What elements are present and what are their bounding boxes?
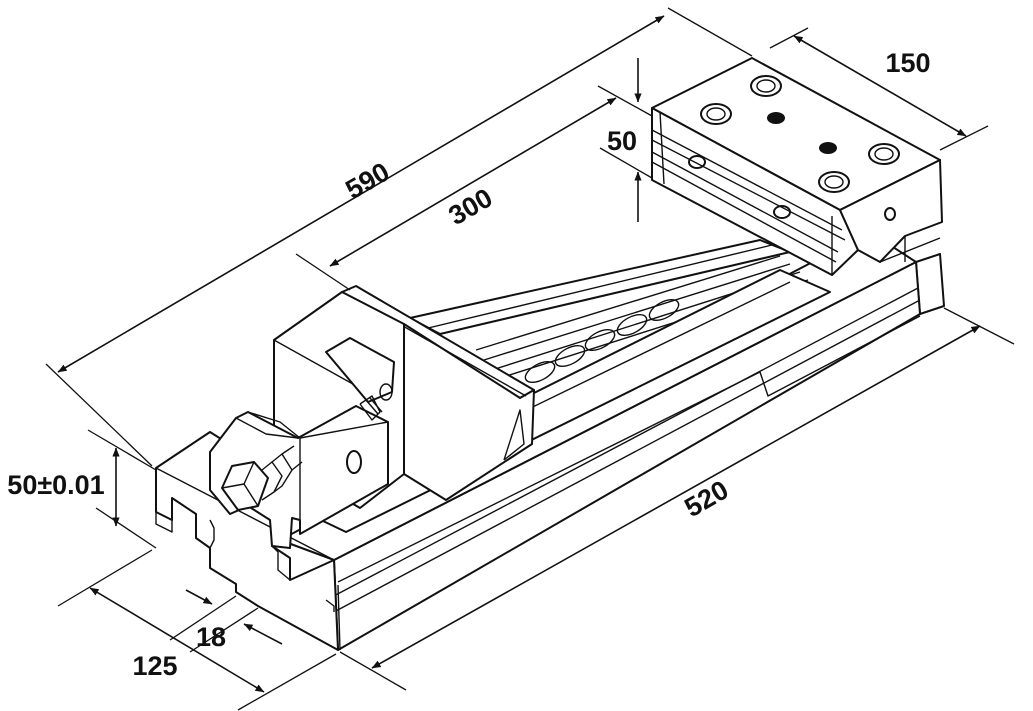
fixed-jaw bbox=[651, 57, 943, 276]
dim-18-label: 18 bbox=[196, 622, 226, 652]
dim-50-base-label: 50±0.01 bbox=[7, 470, 104, 500]
dim-300-label: 300 bbox=[443, 183, 497, 232]
dim-50-base: 50±0.01 bbox=[7, 429, 157, 549]
dim-520-label: 520 bbox=[679, 475, 733, 524]
dim-50-jaw: 50 bbox=[599, 58, 653, 222]
dim-50-jaw-label: 50 bbox=[607, 126, 637, 156]
hex-bolt bbox=[221, 445, 303, 511]
dim-125: 125 bbox=[57, 549, 337, 711]
dim-125-label: 125 bbox=[132, 651, 177, 681]
dim-150-label: 150 bbox=[885, 48, 930, 78]
dim-590-label: 590 bbox=[340, 157, 394, 206]
dim-150: 150 bbox=[769, 27, 989, 151]
fixed-jaw-holes bbox=[688, 75, 900, 221]
